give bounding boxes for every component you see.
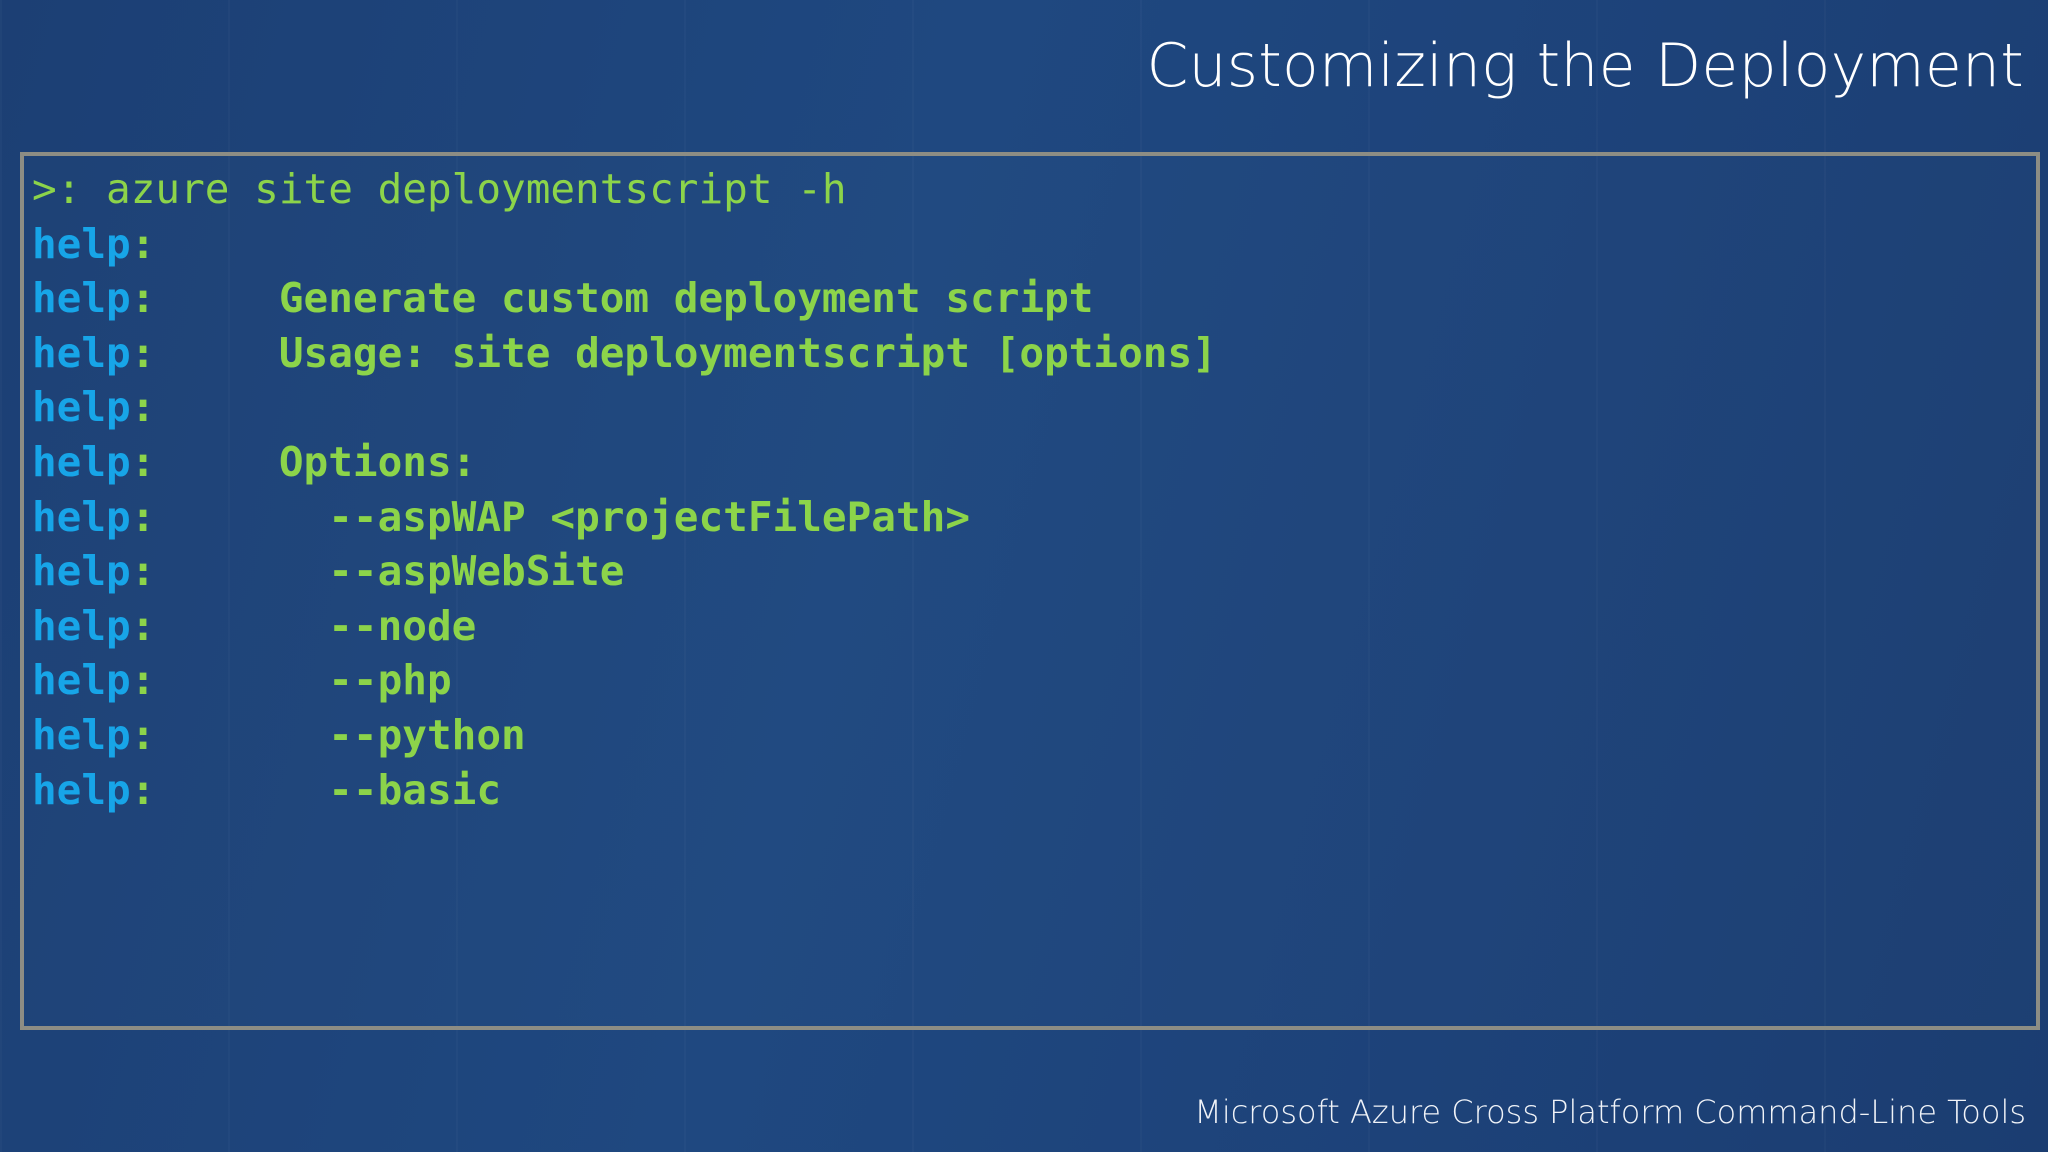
- terminal-output-text: --aspWebSite: [155, 547, 625, 596]
- terminal-line: >: azure site deploymentscript -h: [32, 162, 2036, 217]
- terminal-line: help: --python: [32, 708, 2036, 763]
- terminal-line: help:: [32, 217, 2036, 272]
- page-title: Customizing the Deployment: [1146, 31, 2024, 101]
- terminal-line: help: Usage: site deploymentscript [opti…: [32, 326, 2036, 381]
- terminal-output-text: --basic: [155, 765, 502, 814]
- terminal-help-colon: :: [130, 710, 156, 759]
- terminal-output-text: Generate custom deployment script: [155, 274, 1094, 323]
- terminal-help-colon: :: [130, 601, 156, 650]
- terminal-output-text: Options:: [155, 437, 477, 486]
- terminal-line: help: Options:: [32, 435, 2036, 490]
- title-bar: Customizing the Deployment: [0, 16, 2024, 116]
- terminal-help-label: help: [32, 437, 131, 486]
- terminal-output-text: --aspWAP <projectFilePath>: [155, 492, 971, 541]
- terminal-line: help: Generate custom deployment script: [32, 271, 2036, 326]
- footer-caption: Microsoft Azure Cross Platform Command-L…: [1194, 1093, 2026, 1131]
- terminal-help-colon: :: [130, 383, 156, 432]
- terminal-output-text: --python: [155, 710, 526, 759]
- terminal-help-label: help: [32, 765, 131, 814]
- terminal-help-label: help: [32, 492, 131, 541]
- terminal-line: help: --basic: [32, 763, 2036, 818]
- terminal-help-colon: :: [130, 656, 156, 705]
- terminal-line: help: --aspWebSite: [32, 544, 2036, 599]
- terminal-help-label: help: [32, 710, 131, 759]
- terminal-line: help: --php: [32, 653, 2036, 708]
- terminal-help-colon: :: [130, 437, 156, 486]
- terminal-line: help: --node: [32, 599, 2036, 654]
- terminal-help-label: help: [32, 547, 131, 596]
- terminal-help-colon: :: [130, 219, 156, 268]
- terminal-line: help:: [32, 380, 2036, 435]
- terminal-output-text: Usage: site deploymentscript [options]: [155, 328, 1217, 377]
- footer-bar: Microsoft Azure Cross Platform Command-L…: [0, 1096, 2026, 1128]
- terminal-help-colon: :: [130, 547, 156, 596]
- terminal-help-colon: :: [130, 274, 156, 323]
- terminal-command-text: azure site deploymentscript -h: [81, 165, 847, 213]
- terminal-help-label: help: [32, 601, 131, 650]
- terminal-help-colon: :: [130, 765, 156, 814]
- terminal-prompt: >:: [32, 165, 82, 213]
- terminal-help-label: help: [32, 328, 131, 377]
- terminal-help-colon: :: [130, 492, 156, 541]
- terminal-line: help: --aspWAP <projectFilePath>: [32, 490, 2036, 545]
- terminal-help-colon: :: [130, 328, 156, 377]
- terminal-help-label: help: [32, 274, 131, 323]
- terminal-help-label: help: [32, 219, 131, 268]
- terminal-output-text: --node: [155, 601, 477, 650]
- terminal-help-label: help: [32, 656, 131, 705]
- terminal-help-label: help: [32, 383, 131, 432]
- terminal-output-text: --php: [155, 656, 452, 705]
